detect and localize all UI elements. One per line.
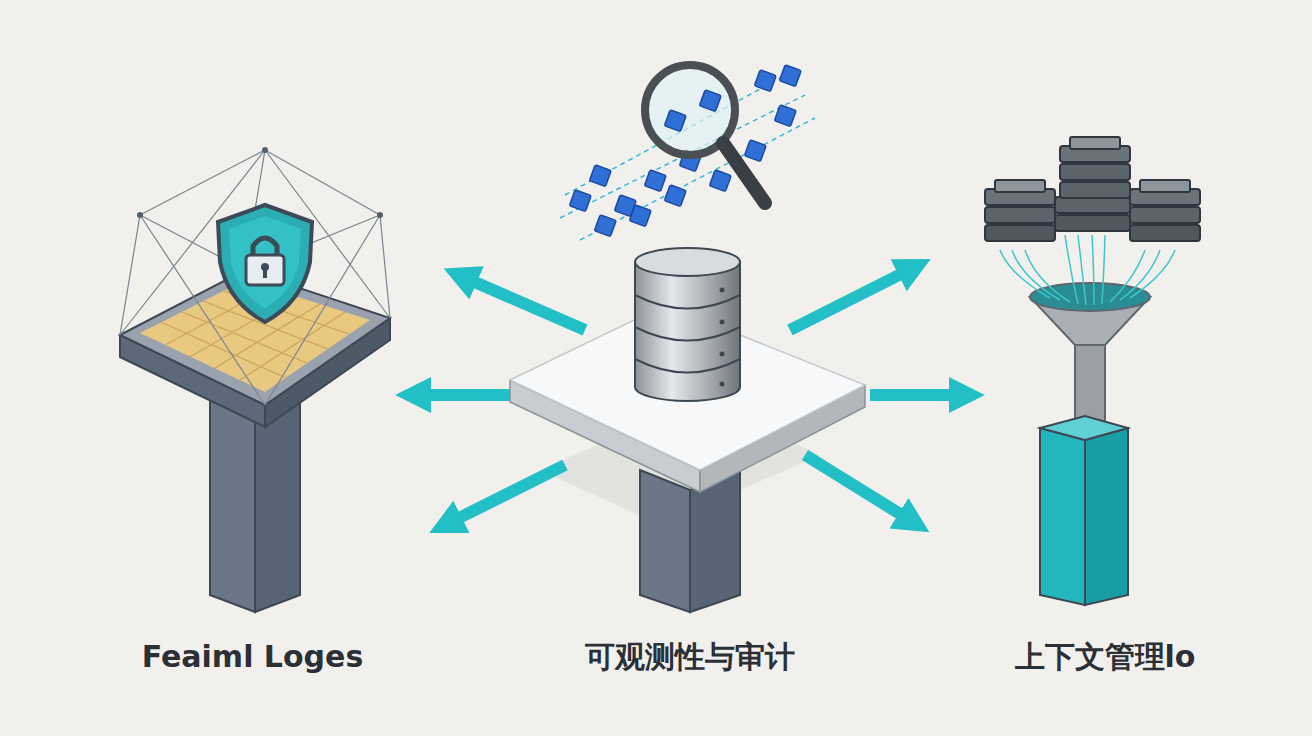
pillar-node: 上下文管理lo (985, 120, 1225, 690)
flow-arrow (870, 389, 956, 401)
pillar-node: 可观测性与审计 (510, 120, 870, 690)
right-pillar (985, 137, 1200, 605)
pillar-label: 上下文管理lo (1015, 639, 1196, 675)
flow-arrow (424, 389, 510, 401)
left-pillar (120, 147, 390, 612)
pillar-label: 可观测性与审计 (585, 639, 795, 675)
pillar-label: Feaiml Loges (142, 639, 364, 675)
radiating-arrows (455, 272, 905, 520)
pillar-node: Feaiml Loges (110, 120, 395, 690)
center-pillar (510, 65, 865, 612)
